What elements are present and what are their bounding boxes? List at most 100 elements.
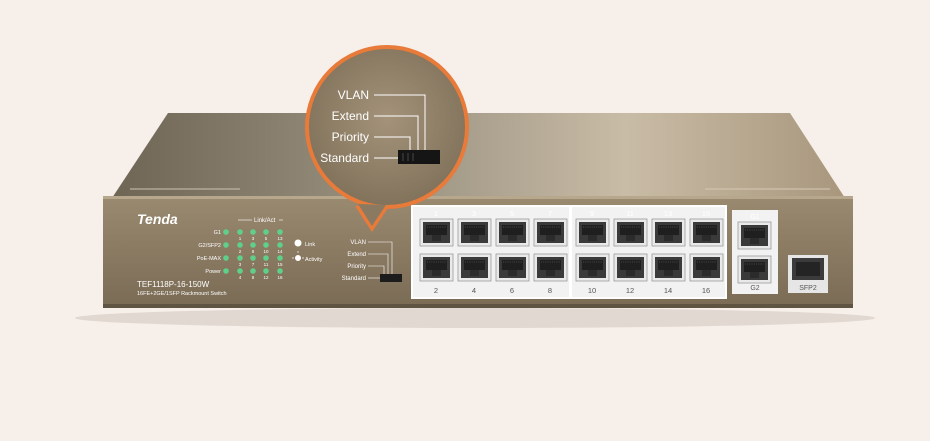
led-port-number: 1 — [239, 236, 242, 241]
port-number-top: 9 — [590, 209, 594, 218]
rj45-port-6[interactable] — [495, 253, 530, 282]
rj45-port-2[interactable] — [419, 253, 454, 282]
port-led — [263, 268, 269, 274]
port-number-top: 13 — [664, 209, 672, 218]
port-led — [250, 242, 256, 248]
activity-legend-icon — [292, 251, 304, 261]
port-number-top: 1 — [434, 209, 438, 218]
led-row-label: G2/SFP2 — [198, 243, 221, 249]
led-port-number: 2 — [239, 249, 242, 254]
port-led — [237, 242, 243, 248]
port-number-bottom: 12 — [626, 286, 634, 295]
link-legend-icon — [294, 239, 302, 247]
floor-shadow — [75, 308, 875, 328]
rj45-port-3[interactable] — [457, 218, 492, 247]
port-number-top: 7 — [548, 209, 552, 218]
led-port-number: 12 — [263, 275, 269, 280]
led-port-number: 7 — [252, 262, 255, 267]
port-led — [250, 229, 256, 235]
port-led — [277, 268, 283, 274]
port-g2[interactable] — [737, 255, 772, 284]
port-led — [277, 242, 283, 248]
led-port-number: 3 — [239, 262, 242, 267]
port-labels-bottom: 2 4 6 8 10 12 14 16 — [434, 286, 710, 295]
port-led — [237, 229, 243, 235]
status-led — [223, 255, 229, 261]
rj45-port-4[interactable] — [457, 253, 492, 282]
link-legend-label: Link — [305, 242, 315, 248]
port-number-bottom: 14 — [664, 286, 672, 295]
port-number-top: 15 — [702, 209, 710, 218]
uplink-label-g1: G1 — [750, 214, 759, 221]
led-port-number: 11 — [264, 262, 269, 267]
port-number-bottom: 8 — [548, 286, 552, 295]
rj45-port-11[interactable] — [613, 218, 648, 247]
rj45-port-15[interactable] — [689, 218, 724, 247]
port-number-bottom: 2 — [434, 286, 438, 295]
rj45-port-13[interactable] — [651, 218, 686, 247]
led-port-number: 15 — [277, 262, 283, 267]
rj45-port-12[interactable] — [613, 253, 648, 282]
model-name: TEF1118P-16-150W — [137, 280, 210, 289]
mode-label-priority: Priority — [347, 264, 366, 270]
led-port-number: 14 — [277, 249, 283, 254]
led-row-label: PoE-MAX — [197, 256, 221, 262]
led-port-number: 3 — [252, 236, 255, 241]
rj45-port-1[interactable] — [419, 218, 454, 247]
rj45-port-16[interactable] — [689, 253, 724, 282]
mode-label-extend: Extend — [347, 252, 366, 258]
led-header: Link/Act — [254, 218, 276, 224]
callout-label-standard: Standard — [320, 151, 369, 165]
port-number-bottom: 4 — [472, 286, 476, 295]
led-port-number: 5 — [265, 236, 268, 241]
port-led — [277, 255, 283, 261]
port-led — [263, 255, 269, 261]
led-port-number: 4 — [239, 275, 242, 280]
status-led — [223, 229, 229, 235]
callout-label-vlan: VLAN — [338, 88, 369, 102]
rj45-port-7[interactable] — [533, 218, 568, 247]
led-port-number: 13 — [277, 236, 283, 241]
rj45-port-9[interactable] — [575, 218, 610, 247]
chassis-top — [112, 113, 845, 198]
callout-label-extend: Extend — [332, 109, 369, 123]
mode-switch-slider[interactable] — [380, 274, 402, 282]
port-number-top: 3 — [472, 209, 476, 218]
port-number-bottom: 16 — [702, 286, 710, 295]
mode-label-standard: Standard — [342, 276, 366, 282]
mode-switch-callout: VLAN Extend Priority Standard — [305, 45, 469, 232]
activity-legend-label: Activity — [305, 257, 323, 263]
led-port-number: 8 — [252, 275, 255, 280]
port-led — [277, 229, 283, 235]
rj45-port-14[interactable] — [651, 253, 686, 282]
mode-switch[interactable]: VLAN Extend Priority Standard — [342, 240, 402, 282]
rj45-port-10[interactable] — [575, 253, 610, 282]
port-number-bottom: 10 — [588, 286, 596, 295]
port-number-top: 11 — [626, 209, 634, 218]
port-led — [250, 268, 256, 274]
led-row-label: Power — [205, 269, 221, 275]
led-port-number: 10 — [263, 249, 269, 254]
led-port-number: 16 — [277, 275, 283, 280]
port-g1[interactable] — [737, 221, 772, 250]
port-led — [237, 255, 243, 261]
led-row-label: G1 — [214, 230, 221, 236]
port-led — [250, 255, 256, 261]
port-led — [237, 268, 243, 274]
port-led — [263, 229, 269, 235]
uplink-label-g2: G2 — [750, 285, 759, 292]
port-number-top: 5 — [510, 209, 514, 218]
rj45-port-8[interactable] — [533, 253, 568, 282]
status-led — [223, 268, 229, 274]
sfp-label: SFP2 — [799, 285, 817, 292]
callout-switch-slider — [398, 150, 440, 164]
mode-label-vlan: VLAN — [350, 240, 366, 246]
port-number-bottom: 6 — [510, 286, 514, 295]
brand-logo: Tenda — [137, 211, 178, 227]
rj45-port-5[interactable] — [495, 218, 530, 247]
port-led — [263, 242, 269, 248]
